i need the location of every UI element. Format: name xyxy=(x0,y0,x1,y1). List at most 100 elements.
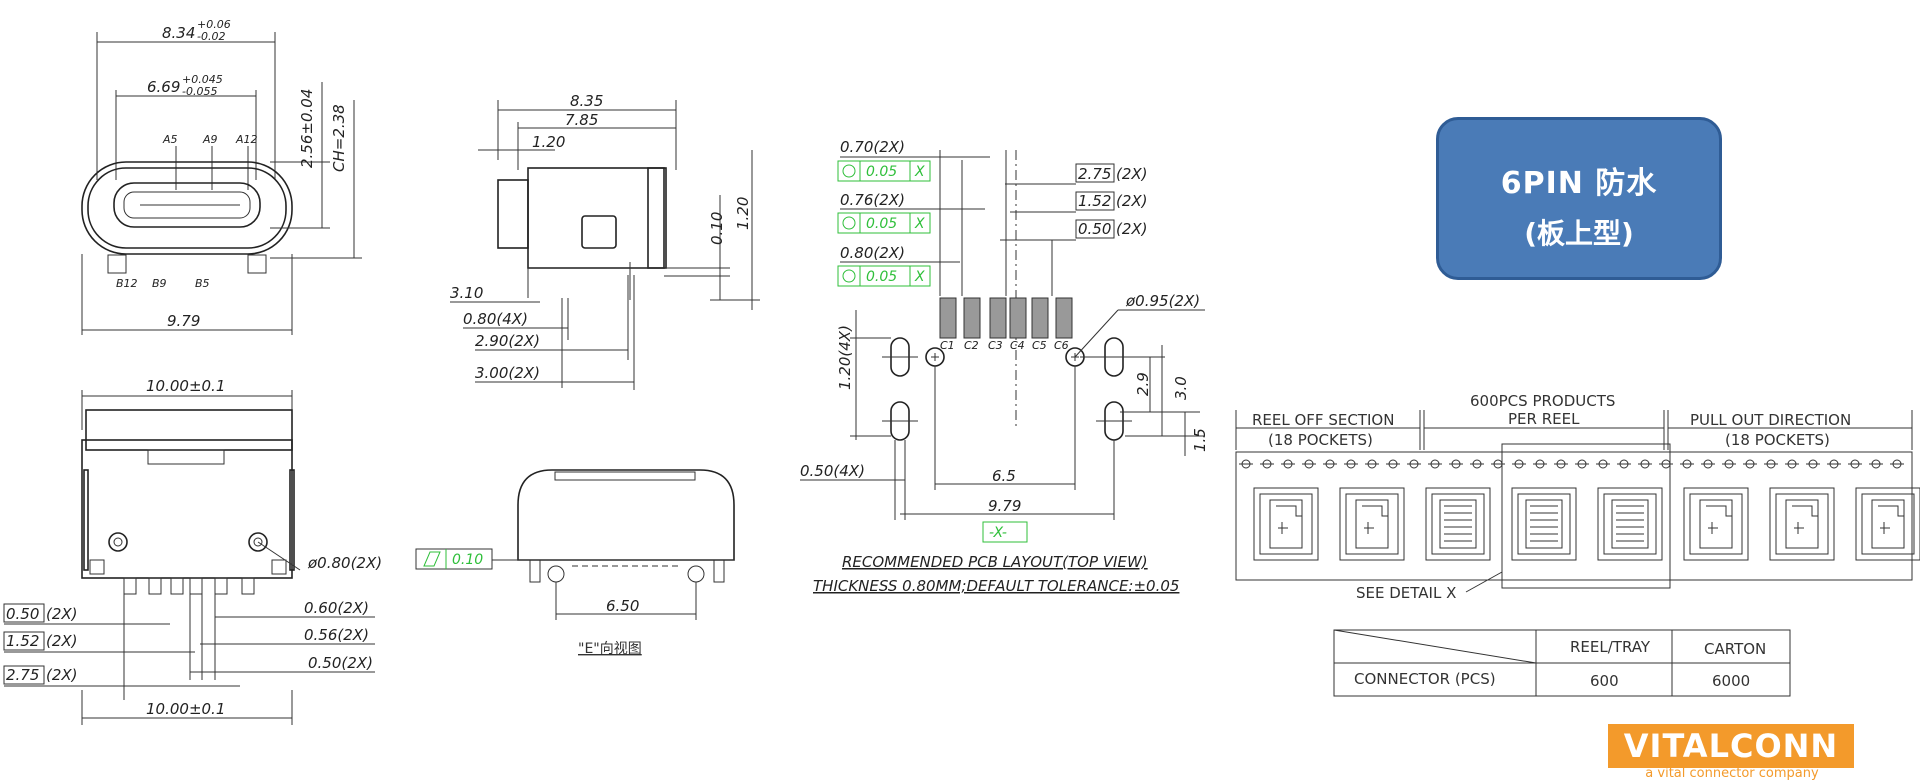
dim-0-10: 0.10 xyxy=(708,212,726,245)
reel-off-pockets: (18 POCKETS) xyxy=(1268,431,1373,449)
pad-c3: C3 xyxy=(988,339,1003,352)
dim-8-34-tol-up: +0.06 xyxy=(197,18,231,31)
dim-slot-0-50: 0.50(4X) xyxy=(800,462,865,480)
dim-0-50-box: 0.50 xyxy=(6,605,39,623)
dim-8-34-tol-dn: -0.02 xyxy=(197,30,225,43)
pcb-note-2: THICKNESS 0.80MM;DEFAULT TOLERANCE:±0.05 xyxy=(813,577,1179,595)
product-badge: 6PIN 防水 (板上型) xyxy=(1436,117,1722,280)
pin-a12: A12 xyxy=(235,133,258,146)
pull-out-pockets: (18 POCKETS) xyxy=(1725,431,1830,449)
dim-0-50: 0.50 xyxy=(1078,220,1111,238)
see-detail-x: SEE DETAIL X xyxy=(1356,584,1456,602)
tape-pocket xyxy=(1597,487,1663,561)
table-header-reel: REEL/TRAY xyxy=(1570,638,1651,656)
pull-out-direction: PULL OUT DIRECTION xyxy=(1690,411,1851,429)
dim-6-69-tol-up: +0.045 xyxy=(182,73,223,86)
reel-products: 600PCS PRODUCTS xyxy=(1470,392,1615,410)
dim-hole-0-95: ø0.95(2X) xyxy=(1125,292,1200,310)
dim-3-0: 3.0 xyxy=(1172,376,1190,400)
pin-b9: B9 xyxy=(152,277,167,290)
dim-0-50-2x-right: 0.50(2X) xyxy=(308,654,373,672)
sprocket-holes xyxy=(1239,459,1904,469)
dim-6-50: 6.50 xyxy=(606,597,639,615)
tape-pockets xyxy=(1253,487,1920,561)
pos-tol-3: 0.05 xyxy=(866,269,897,285)
reel-off-section: REEL OFF SECTION xyxy=(1252,411,1394,429)
dim-2-9: 2.9 xyxy=(1134,372,1152,396)
dim-6-69: 6.69 xyxy=(147,78,180,96)
dim-0-80-2x: 0.80(2X) xyxy=(840,244,905,262)
logo-text: VITALCONN xyxy=(1623,727,1839,765)
pad-c4: C4 xyxy=(1010,339,1025,352)
dim-1-5: 1.5 xyxy=(1191,428,1209,452)
dim-9-79-pcb: 9.79 xyxy=(988,497,1021,515)
vitalconn-logo: VITALCONN xyxy=(1608,724,1854,768)
e-view: 0.10 6.50 "E"向视图 xyxy=(415,469,735,657)
dim-1-20-4x: 1.20(4X) xyxy=(836,325,854,390)
dim-1-20: 1.20 xyxy=(532,133,565,151)
dim-1-20-vert: 1.20 xyxy=(734,197,752,230)
pos-tol-1: 0.05 xyxy=(866,164,897,180)
dim-3-10: 3.10 xyxy=(450,284,483,302)
table-value-carton: 6000 xyxy=(1712,672,1750,690)
dim-9-79: 9.79 xyxy=(167,312,200,330)
dim-0-50-2x-pcb: (2X) xyxy=(1116,220,1148,238)
dim-2-75-box: 2.75 xyxy=(6,666,39,684)
dim-10-00-bottom: 10.00±0.1 xyxy=(146,700,225,718)
dim-0-76-2x: 0.76(2X) xyxy=(840,191,905,209)
logo-tagline: a vital connector company xyxy=(1645,766,1819,781)
dim-2-90-2x: 2.90(2X) xyxy=(475,332,540,350)
dim-1-52-2x-pcb: (2X) xyxy=(1116,192,1148,210)
dim-1-52-2x: (2X) xyxy=(46,632,78,650)
reel-per-reel: PER REEL xyxy=(1508,410,1580,428)
tape-pocket xyxy=(1511,487,1577,561)
dim-7-85: 7.85 xyxy=(565,111,598,129)
dim-2-75-2x: (2X) xyxy=(46,666,78,684)
tape-pocket xyxy=(1425,487,1491,561)
tape-pocket xyxy=(1683,487,1749,561)
pad-c5: C5 xyxy=(1032,339,1047,352)
dim-2-56: 2.56±0.04 xyxy=(298,89,316,168)
pad-c1: C1 xyxy=(940,339,955,352)
side-view: 8.35 7.85 1.20 0.10 1.20 3.10 0.80(4X) 2… xyxy=(450,92,760,390)
tape-pocket xyxy=(1769,487,1835,561)
dim-1-52-box: 1.52 xyxy=(6,632,39,650)
badge-subtitle: (板上型) xyxy=(1524,217,1634,250)
quantity-table: REEL/TRAY CARTON CONNECTOR (PCS) 600 600… xyxy=(1333,629,1791,697)
dim-8-35: 8.35 xyxy=(570,92,603,110)
dim-ch-2-38: CH=2.38 xyxy=(330,104,348,172)
datum-x-box: -X- xyxy=(989,525,1007,541)
pad-c6: C6 xyxy=(1054,339,1069,352)
table-value-reel: 600 xyxy=(1590,672,1619,690)
pin-b12: B12 xyxy=(116,277,138,290)
dim-0-56-2x: 0.56(2X) xyxy=(304,626,369,644)
front-view: 8.34 +0.06 -0.02 6.69 +0.045 -0.055 A5 A… xyxy=(81,18,362,335)
dim-6-69-tol-dn: -0.055 xyxy=(182,85,217,98)
dim-2-75-2x-pcb: (2X) xyxy=(1116,165,1148,183)
dim-0-50-2x: (2X) xyxy=(46,605,78,623)
tape-pocket xyxy=(1253,487,1319,561)
table-header-carton: CARTON xyxy=(1704,640,1766,658)
tape-pocket xyxy=(1339,487,1405,561)
dim-0-80-4x: 0.80(4X) xyxy=(463,310,528,328)
pad-c2: C2 xyxy=(964,339,979,352)
datum-1: X xyxy=(914,164,925,180)
badge-title: 6PIN 防水 xyxy=(1500,166,1658,201)
reel-tape: REEL OFF SECTION (18 POCKETS) 600PCS PRO… xyxy=(1235,392,1920,602)
top-view: 10.00±0.1 ø0.80(2X) 0.50 (2X) 1.52 (2X) … xyxy=(3,377,382,725)
pcb-note-1: RECOMMENDED PCB LAYOUT(TOP VIEW) xyxy=(842,553,1148,571)
dim-8-34: 8.34 xyxy=(162,24,195,42)
datum-2: X xyxy=(914,216,925,232)
tape-pocket xyxy=(1855,487,1920,561)
e-view-caption: "E"向视图 xyxy=(578,641,642,657)
pin-b5: B5 xyxy=(195,277,210,290)
pcb-layout: 0.70(2X) 0.05 X 0.76(2X) 0.05 X 0.80(2X)… xyxy=(800,138,1209,595)
dim-hole-0-80: ø0.80(2X) xyxy=(307,554,382,572)
dim-6-5: 6.5 xyxy=(992,467,1016,485)
datum-3: X xyxy=(914,269,925,285)
flatness-tol: 0.10 xyxy=(452,552,483,568)
pos-tol-2: 0.05 xyxy=(866,216,897,232)
dim-3-00-2x: 3.00(2X) xyxy=(475,364,540,382)
dim-0-70-2x: 0.70(2X) xyxy=(840,138,905,156)
